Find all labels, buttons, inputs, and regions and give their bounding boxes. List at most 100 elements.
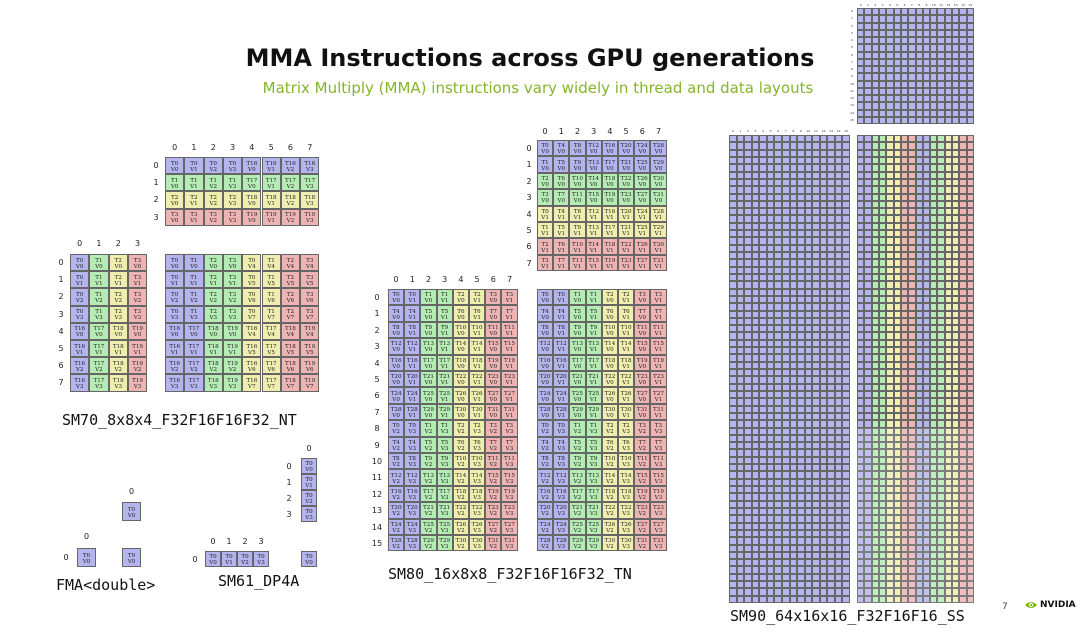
sm90-a-cell [774,471,782,479]
sm90-c-cell [937,420,945,428]
sm90-a-cell [827,288,835,296]
sm90-c-cell [900,581,909,589]
sm90-c-cell [871,288,879,296]
sm90-c-cell [893,303,901,311]
sm90-a-cell [744,325,752,333]
sm90-c-cell [893,573,901,582]
sm90-a-cell [759,500,767,508]
sm90-c-cell [944,588,953,596]
sm90-c-cell [878,405,887,413]
sm90-a-cell [812,486,820,494]
sm90-a-cell [744,273,752,282]
sm90-c-cell [915,317,923,326]
sm90-a-cell [736,266,745,274]
sm90-c-cell [966,420,974,428]
sm90-c-cell [930,317,938,326]
sm90-c-cell [871,237,879,245]
sm90-a-cell [729,142,737,150]
sm90-a-cell [812,281,820,289]
sm90-c-cell [966,200,974,209]
sm90-a-cell [729,317,737,326]
sm90-a-cell [842,332,850,340]
sm90-a-cell [797,295,805,304]
sm90-a-cell [766,390,775,399]
sm90-c-cell [915,398,923,406]
sm90-a-cell [774,135,782,143]
sm90-a-cell [789,259,798,267]
sm90-b-cell [959,66,967,74]
sm90-c-cell [937,215,945,223]
sm90-a-cell [834,412,843,421]
sm90-a-cell [789,434,798,443]
sm90-c-cell [864,354,872,362]
sm90-b-cell [900,44,909,52]
sm90-a-cell [729,149,737,157]
sm90-a-cell [781,456,790,465]
sm90-c-cell [930,310,938,318]
sm90-b-cell [930,22,938,30]
sm90-c-cell [922,427,931,435]
sm90-a-cell [797,347,805,355]
sm90-a-cell [736,573,745,582]
sm90-c-cell [930,325,938,333]
sm90-a-cell [744,559,752,567]
sm90-a-cell [827,273,835,282]
sm90-c-cell [959,398,967,406]
sm90-a-cell [797,471,805,479]
sm90-b-cell [915,15,923,23]
sm90-b-cell [944,80,953,88]
sm90-a-cell [789,369,798,377]
sm90-c-cell [864,522,872,530]
sm90-c-cell [864,544,872,552]
sm90-b-cell [952,116,960,124]
sm90-b-cell [930,87,938,95]
sm90-a-cell [744,142,752,150]
sm90-c-cell [878,464,887,472]
sm90-c-cell [864,529,872,538]
sm90-c-cell [908,310,916,318]
sm90-c-cell [944,449,953,457]
sm90-b-cell [908,44,916,52]
sm90-c-cell [886,478,894,486]
sm90-c-cell [944,383,953,391]
sm90-a-cell [804,442,813,450]
sm90-b-cell [966,87,974,95]
sm90-c-cell [900,317,909,326]
sm90-b-cell [937,102,945,110]
sm90-a-cell [781,420,790,428]
sm90-a-cell [774,449,782,457]
sm90-b-cell [937,51,945,59]
sm90-a-cell [736,412,745,421]
sm90-a-cell [774,420,782,428]
sm90-c-cell [966,230,974,238]
sm90-b-cell [930,66,938,74]
sm90-a-cell [736,149,745,157]
sm90-c-cell [893,171,901,179]
sm90-c-cell [900,178,909,187]
sm90-a-cell [834,332,843,340]
sm90-c-cell [878,332,887,340]
sm90-a-cell [759,383,767,391]
axis-index: 5 [374,375,380,384]
sm90-c-cell [944,529,953,538]
sm90-c-cell [900,515,909,523]
sm90-a-cell [736,164,745,172]
sm90-c-cell [864,200,872,209]
sm90-c-cell [857,427,865,435]
sm90-c-cell [893,193,901,201]
sm90-c-cell [915,273,923,282]
sm90-a-cell [781,135,790,143]
sm90-c-cell [952,456,960,465]
